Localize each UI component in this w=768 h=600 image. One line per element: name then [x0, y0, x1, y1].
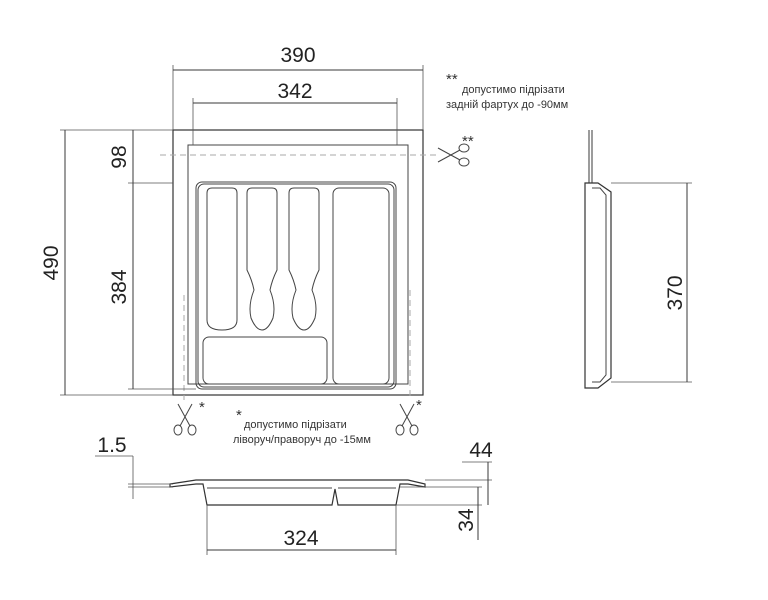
side-note-line2: ліворуч/праворуч до -15мм — [233, 434, 371, 446]
dim-back-cut: 98 — [108, 145, 131, 168]
dim-total-depth: 490 — [40, 245, 63, 280]
scissor-back-star: ** — [462, 133, 474, 150]
compartment-3 — [288, 187, 320, 331]
side-profile — [584, 182, 612, 389]
dim-inner-width: 342 — [277, 80, 312, 103]
dim-inner-depth: 384 — [108, 269, 131, 304]
compartment-2 — [246, 187, 278, 331]
dim-side-depth: 370 — [664, 275, 687, 310]
dim-bottom-width: 324 — [283, 527, 318, 550]
dim-wall-thickness: 1.5 — [97, 434, 126, 457]
compartment-housing — [195, 181, 397, 390]
scissors-icon — [395, 403, 419, 436]
dim-height-total: 44 — [469, 439, 493, 462]
compartment-5 — [202, 336, 328, 385]
back-note-line2: задній фартух до -90мм — [446, 99, 568, 111]
front-profile — [169, 479, 426, 506]
compartment-1 — [206, 187, 238, 331]
scissor-right-star: * — [416, 397, 422, 414]
tray-rim — [187, 144, 409, 385]
scissors-icon — [173, 403, 197, 436]
side-note-line1: допустимо підрізати — [244, 419, 347, 431]
dim-height-inner: 34 — [455, 508, 478, 532]
compartment-4 — [332, 187, 390, 385]
back-note-star: ** — [446, 71, 458, 88]
side-view: 370 — [584, 130, 692, 389]
scissors-icon — [437, 143, 470, 167]
back-note-line1: допустимо підрізати — [462, 84, 565, 96]
dim-total-width: 390 — [280, 44, 315, 67]
front-view: 1.5 44 34 324 — [95, 434, 493, 555]
tray-outline — [172, 129, 424, 396]
scissor-left-star: * — [199, 399, 205, 416]
compartment-housing-inner — [197, 183, 395, 388]
side-note-star: * — [236, 407, 242, 424]
top-view: 390 342 490 98 384 ** допустимо підрізат… — [40, 44, 568, 446]
